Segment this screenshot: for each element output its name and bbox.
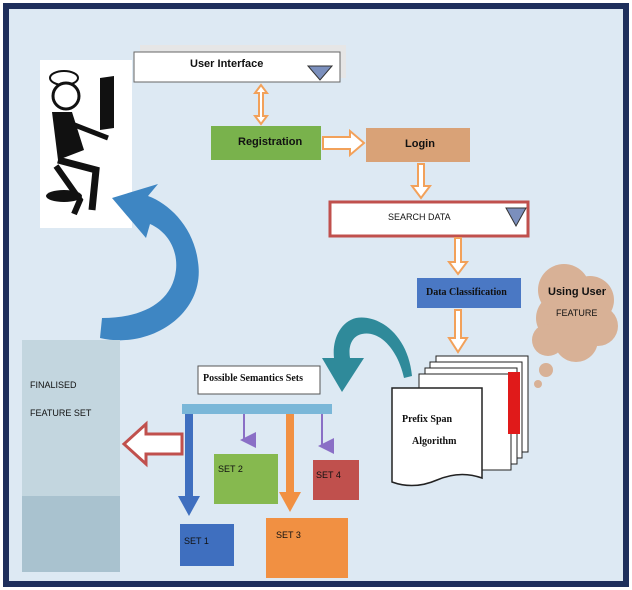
user-interface-box: [133, 45, 346, 83]
finalised-label: FINALISED: [30, 380, 77, 390]
feature-set-label: FEATURE SET: [30, 408, 92, 418]
set1-arrow: [178, 414, 200, 516]
feature-label: FEATURE: [556, 308, 598, 318]
dropdown-triangle-icon: [306, 65, 334, 81]
document-stack-shape: [391, 355, 529, 487]
feedback-curved-arrow: [100, 184, 199, 341]
cloud-shape: [532, 264, 618, 388]
prefix-span-label: Prefix Span: [402, 414, 453, 425]
set3-arrow: [279, 414, 301, 512]
set4-box: [313, 460, 359, 500]
login-search-arrow: [410, 163, 432, 200]
user-interface-label: User Interface: [190, 58, 264, 70]
possible-semantics-sets-label: Possible Semantics Sets: [203, 373, 303, 384]
ui-registration-connector: [253, 83, 269, 126]
login-box: [366, 128, 470, 162]
search-classification-arrow: [447, 237, 469, 276]
semantics-box: [197, 365, 321, 395]
set2-box: [214, 454, 278, 504]
login-label: Login: [405, 138, 435, 150]
search-data-box: [328, 200, 530, 238]
set2-label: SET 2: [218, 464, 243, 474]
set1-label: SET 1: [184, 536, 209, 546]
set3-box: [266, 518, 348, 578]
set3-label: SET 3: [276, 530, 301, 540]
to-finalised-arrow: [121, 420, 184, 468]
set4-label: SET 4: [316, 470, 341, 480]
registration-box: [211, 126, 321, 160]
registration-login-arrow: [322, 128, 366, 158]
set1-box: [180, 524, 234, 566]
data-classification-label: Data Classification: [426, 287, 507, 298]
using-user-label: Using User: [548, 286, 607, 298]
teal-curved-arrow: [322, 317, 412, 392]
algorithm-label: Algorithm: [412, 436, 457, 447]
registration-label: Registration: [238, 136, 303, 148]
data-classification-box: [417, 278, 521, 308]
search-data-label: SEARCH DATA: [388, 212, 451, 222]
search-dropdown-icon: [505, 207, 527, 228]
semantics-bar: [182, 404, 332, 414]
user-at-computer-icon: [40, 60, 132, 228]
classification-docs-arrow: [447, 309, 469, 354]
finalised-feature-panel: [22, 340, 120, 572]
